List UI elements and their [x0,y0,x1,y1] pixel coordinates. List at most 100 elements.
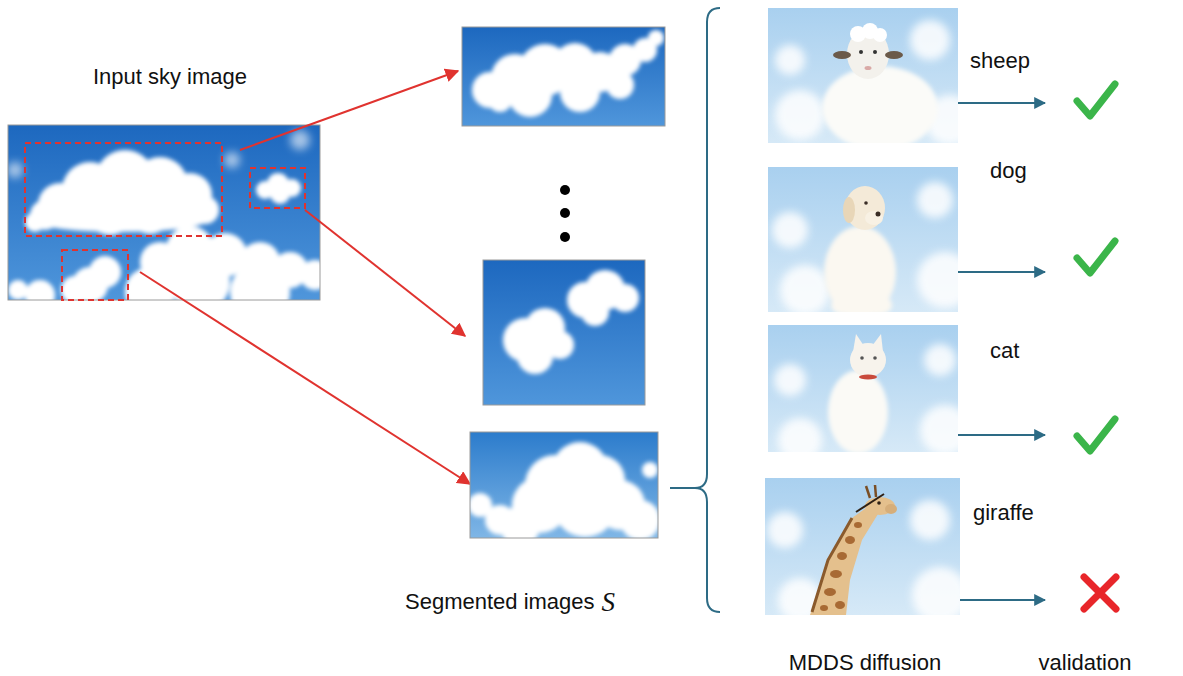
generated-cat [828,370,888,452]
generated-dog [772,182,958,312]
generated-giraffe [767,500,960,615]
generated-sheep [833,51,851,59]
generated-giraffe [877,501,881,505]
segmented-photo [462,27,665,126]
check-mark [1077,241,1115,273]
segmented-photo [462,27,665,126]
generated-dog [780,265,830,312]
segmented-photo [462,27,665,546]
generated-cat [774,364,806,396]
ellipsis-dots [560,185,570,242]
segmented-photo [560,72,600,112]
ellipsis-dots [560,232,570,242]
stage-caption: MDDS diffusion [789,650,941,676]
prompt-label: giraffe [973,500,1034,526]
input-sky-photo [25,280,55,300]
generated-giraffe [837,552,847,560]
generated-cat [859,375,877,380]
input-sky-photo [8,130,310,178]
generated-cat [778,418,822,452]
generated-dog [772,212,808,248]
group-caption: Segmented images [405,589,595,615]
generated-giraffe [824,588,836,596]
generated-giraffe [820,522,862,611]
generated-giraffe [856,494,884,512]
generated-sheep [775,90,825,140]
input-sky-photo [8,280,28,300]
segmented-photo [611,284,639,312]
generated-giraffe [912,567,960,615]
generated-sheep [768,8,975,150]
generated-cat [873,356,877,360]
generated-sheep [822,66,938,143]
generated-sheep [873,28,887,42]
segmented-photo [581,298,609,326]
input-sky-photo [170,252,230,300]
check-mark [1077,419,1115,451]
flow-arrow [958,102,1045,104]
generated-giraffe [866,486,870,498]
input-sky-photo [224,152,240,168]
flow-arrow [958,434,1045,436]
crop-box [62,250,128,300]
generated-cat [924,344,956,376]
input-sky-photo [61,276,89,300]
generated-cat [860,356,864,360]
generated-dog [876,212,881,217]
segmented-photo [606,71,634,99]
generated-cat [920,405,958,452]
prompt-label: cat [990,338,1019,364]
segmented-photo [546,331,574,359]
crop-arrow [140,71,470,484]
segmented-photo [620,500,658,538]
prompt-label: dog [990,158,1027,184]
generated-dog [864,295,892,312]
input-sky-photo [8,150,320,300]
segmented-photo [642,462,658,478]
crop-box [25,143,305,300]
input-sky-photo [125,267,175,300]
input-sky-photo [300,260,320,290]
segmented-photo [470,493,492,517]
flow-arrow [958,271,1045,273]
check-mark [1077,84,1115,451]
generated-sheep [865,66,872,70]
segmented-photo [503,270,639,374]
generated-dog [864,201,868,205]
generated-sheep [910,20,950,60]
generated-cat [853,334,864,352]
ellipsis-dots [560,185,570,195]
input-sky-photo [8,125,320,300]
segmented-photo [488,88,512,112]
input-sky-photo [7,125,330,322]
input-sky-photo [270,184,290,204]
generated-sheep [822,66,938,143]
generated-dog [831,295,859,312]
generated-cat [828,370,888,452]
generated-dog [865,211,883,225]
check-mark [1077,84,1115,116]
segmented-photo [483,260,645,405]
generated-giraffe [854,522,862,528]
cross-mark [1084,577,1116,609]
generated-dog [824,226,896,312]
input-sky-photo [85,185,135,235]
generated-dog [917,252,958,308]
generated-sheep [850,23,887,42]
input-sky-photo [128,190,172,234]
generated-sheep [873,50,877,54]
generated-dog [917,182,953,218]
crop-box [250,168,305,208]
flow-arrow [960,599,1045,601]
segmented-photo [483,260,645,405]
ellipsis-dots [560,208,570,218]
generated-cat [774,334,958,452]
segmented-photo [508,73,552,117]
generated-giraffe [885,504,897,514]
input-sky-photo [191,196,219,224]
stage-caption: validation [1039,650,1132,676]
generated-giraffe [810,508,878,615]
generated-sheep [859,50,863,54]
input-image-panel: Input sky image [8,60,332,300]
